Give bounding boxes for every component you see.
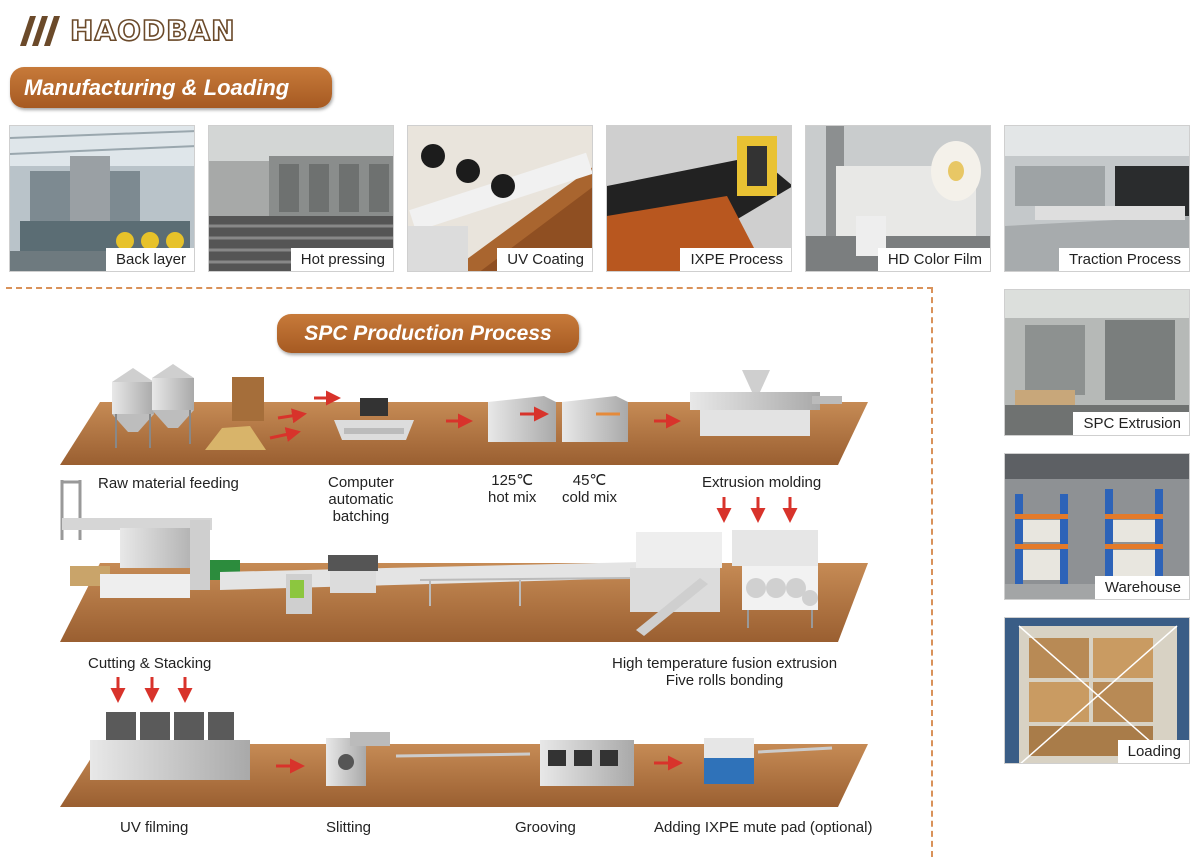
manufacturing-loading-title: Manufacturing & Loading bbox=[10, 67, 332, 108]
trimming-unit-icon bbox=[286, 555, 378, 614]
cooling-rollers-icon bbox=[419, 577, 631, 606]
cold-mix-tank-icon bbox=[562, 396, 628, 442]
grooving-machine-icon bbox=[540, 740, 634, 786]
label-hot-mix: 125℃ hot mix bbox=[488, 472, 536, 506]
fusion-line-2: Five rolls bonding bbox=[665, 672, 784, 689]
batching-line-1: Computer bbox=[328, 474, 394, 491]
extruder-icon bbox=[690, 370, 842, 436]
cutting-stacking-machine-icon bbox=[60, 480, 240, 598]
photo-caption: Hot pressing bbox=[290, 248, 393, 271]
material-pile-icon bbox=[205, 426, 266, 450]
spc-process-diagram bbox=[60, 364, 868, 807]
material-bag-icon bbox=[232, 377, 264, 421]
fusion-extrusion-machine-icon bbox=[630, 530, 818, 636]
photo-loading: Loading bbox=[1004, 617, 1190, 764]
floor-row-3 bbox=[60, 744, 868, 807]
photo-spc-extrusion: SPC Extrusion bbox=[1004, 289, 1190, 436]
cold-mix-temp: 45℃ bbox=[572, 472, 607, 489]
ixpe-pad-machine-icon bbox=[704, 738, 833, 784]
photo-caption: UV Coating bbox=[497, 248, 592, 271]
photo-hot-pressing: Hot pressing bbox=[208, 125, 394, 272]
photo-caption: Back layer bbox=[105, 248, 194, 271]
photo-hd-color-film: HD Color Film bbox=[805, 125, 991, 272]
label-ixpe-mute-pad: Adding IXPE mute pad (optional) bbox=[654, 819, 873, 836]
cold-mix-text: cold mix bbox=[562, 489, 618, 506]
label-cold-mix: 45℃ cold mix bbox=[562, 472, 617, 506]
photo-caption: IXPE Process bbox=[680, 248, 791, 271]
hot-mix-text: hot mix bbox=[488, 489, 537, 506]
label-slitting: Slitting bbox=[326, 819, 372, 836]
photo-caption: SPC Extrusion bbox=[1073, 412, 1189, 435]
photo-back-layer: Back layer bbox=[9, 125, 195, 272]
photo-ixpe-process: IXPE Process bbox=[606, 125, 792, 272]
hot-mix-tank-icon bbox=[488, 396, 556, 442]
photo-traction-process: Traction Process bbox=[1004, 125, 1190, 272]
label-computer-batching: Computer automatic batching bbox=[328, 474, 394, 525]
photo-caption: Traction Process bbox=[1059, 248, 1189, 271]
sheet-conveyor bbox=[220, 562, 640, 590]
batching-line-2: automatic bbox=[328, 491, 394, 508]
silo-icon bbox=[112, 364, 194, 448]
label-cutting-stacking: Cutting & Stacking bbox=[88, 655, 212, 672]
label-extrusion-molding: Extrusion molding bbox=[702, 474, 822, 491]
batching-line-3: batching bbox=[332, 508, 390, 525]
photo-caption: Loading bbox=[1117, 740, 1189, 763]
spc-process-frame bbox=[6, 287, 933, 857]
label-raw-material-feeding: Raw material feeding bbox=[98, 475, 239, 492]
spc-process-title: SPC Production Process bbox=[277, 314, 579, 353]
computer-batching-icon bbox=[334, 398, 414, 440]
label-uv-filming: UV filming bbox=[120, 819, 189, 836]
logo-mark-icon bbox=[20, 16, 60, 46]
brand-logo: HAODBAN bbox=[18, 13, 258, 48]
uv-filming-machine-icon bbox=[90, 712, 250, 780]
photo-uv-coating: UV Coating bbox=[407, 125, 593, 272]
label-grooving: Grooving bbox=[515, 819, 576, 836]
brand-name: HAODBAN bbox=[69, 13, 236, 48]
photo-caption: HD Color Film bbox=[877, 248, 990, 271]
hot-mix-temp: 125℃ bbox=[491, 472, 534, 489]
fusion-line-1: High temperature fusion extrusion bbox=[612, 655, 838, 672]
photo-caption: Warehouse bbox=[1094, 576, 1189, 599]
label-fusion-extrusion: High temperature fusion extrusion Five r… bbox=[612, 655, 837, 689]
photo-warehouse: Warehouse bbox=[1004, 453, 1190, 600]
slitting-machine-icon bbox=[326, 732, 390, 786]
